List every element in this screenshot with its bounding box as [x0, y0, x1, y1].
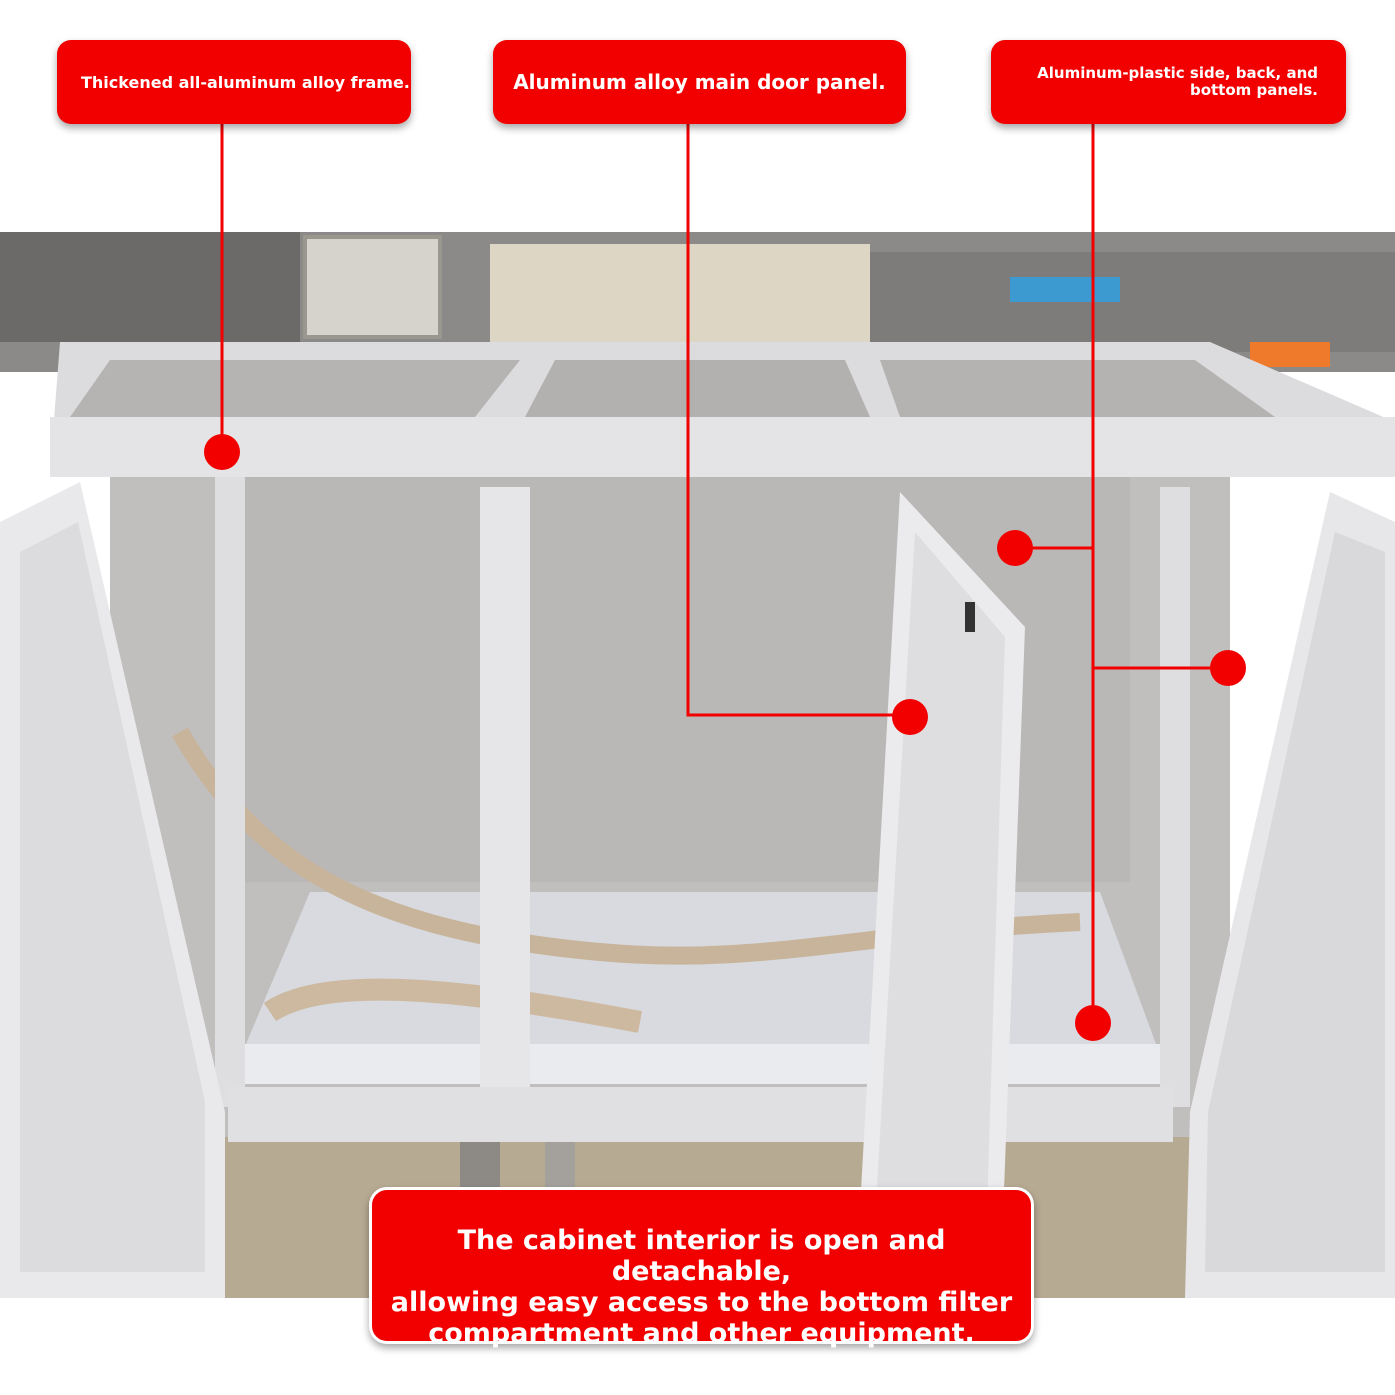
callout-interior-access: The cabinet interior is open and detacha…	[369, 1187, 1034, 1349]
workbench	[870, 252, 1395, 352]
callout-panels-line-2: bottom panels.	[1189, 81, 1318, 99]
frame-post-right	[1160, 487, 1190, 1107]
callout-door-panel: Aluminum alloy main door panel.	[493, 40, 906, 124]
callout-bottom-line-2: allowing easy access to the bottom filte…	[390, 1287, 1013, 1318]
callout-bottom-line-3: compartment and other equipment.	[428, 1318, 975, 1349]
callout-side-back-bottom-panels: Aluminum-plastic side, back, and bottom …	[991, 40, 1346, 124]
background-cabinet	[303, 235, 442, 339]
callout-frame-text: Thickened all-aluminum alloy frame.	[81, 72, 410, 92]
top-frame-front-rail	[50, 417, 1395, 477]
door-latch	[965, 602, 975, 632]
orange-items	[1250, 342, 1330, 367]
cardboard-box	[490, 244, 870, 344]
callout-bottom-line-1: The cabinet interior is open and detacha…	[457, 1225, 946, 1287]
callout-panels-line-1: Aluminum-plastic side, back, and	[1037, 64, 1318, 82]
packing-tape-coil-2	[263, 978, 643, 1033]
callout-frame: Thickened all-aluminum alloy frame.	[57, 40, 411, 124]
top-frame-opening-1	[70, 360, 520, 417]
left-door-inner	[20, 522, 205, 1272]
workshop-shelf	[0, 232, 300, 342]
bottom-frame-rail	[228, 1087, 1173, 1142]
top-frame-opening-2	[525, 360, 870, 417]
bottom-film-print	[240, 1044, 1170, 1084]
right-door-inner	[1205, 532, 1385, 1272]
workbench-items	[1010, 277, 1120, 302]
cabinet-photo	[0, 232, 1395, 1298]
callout-door-text: Aluminum alloy main door panel.	[513, 70, 886, 94]
frame-post-middle	[480, 487, 530, 1107]
frame-post-left	[215, 477, 245, 1107]
top-frame-opening-3	[880, 360, 1275, 417]
cabinet-illustration	[0, 232, 1395, 1298]
